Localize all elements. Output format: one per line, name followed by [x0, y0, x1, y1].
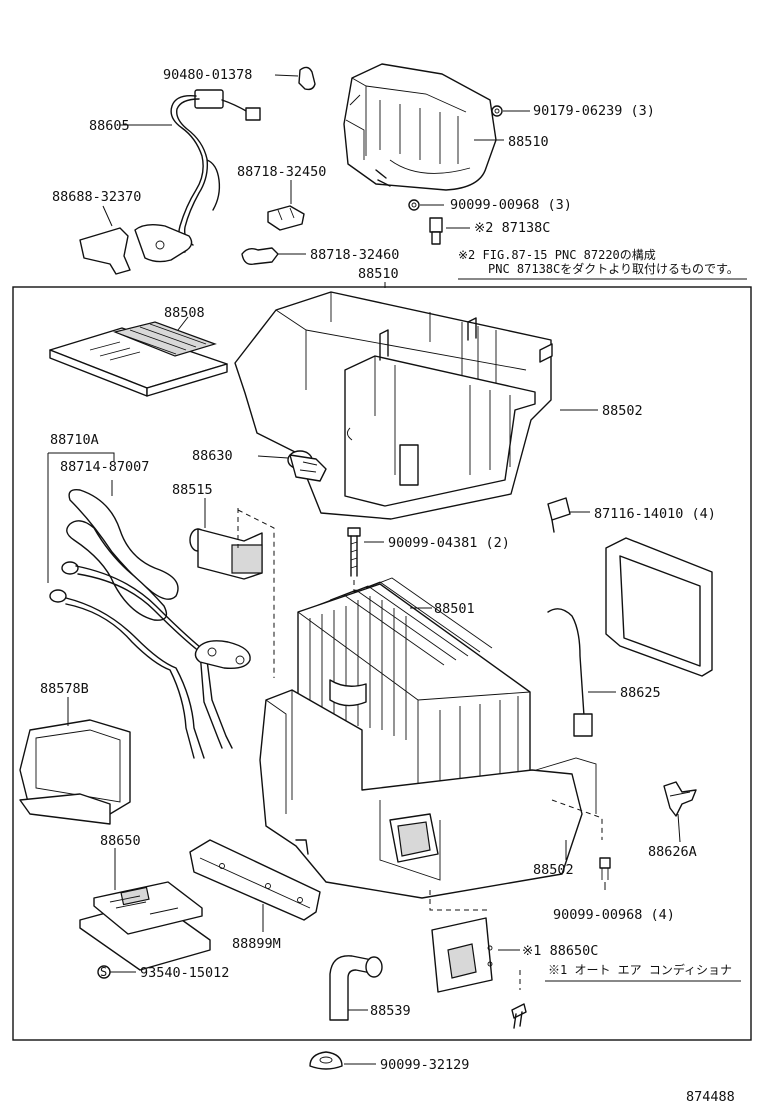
label-88510-top: 88510 — [508, 134, 549, 150]
note-2-line1: ※2 FIG.87-15 PNC 87220の構成 — [458, 248, 656, 262]
label-87116: 87116-14010 (4) — [594, 506, 716, 522]
filter-88508 — [49, 316, 228, 397]
bracket-88688 — [79, 205, 193, 275]
label-90099-04381: 90099-04381 (2) — [388, 535, 510, 551]
clip-87116 — [547, 497, 590, 533]
svg-text:S: S — [100, 965, 107, 979]
pipe-88710a — [49, 561, 251, 759]
case-88502-upper — [234, 291, 598, 520]
label-88625: 88625 — [620, 685, 661, 701]
case-88502-lower — [259, 689, 603, 911]
part-88626a — [663, 781, 697, 843]
heater-core-88578b — [19, 697, 131, 825]
hose-88714 — [66, 480, 179, 621]
label-88718-32450: 88718-32450 — [237, 164, 326, 180]
frame-88625 — [547, 537, 713, 737]
label-88650: 88650 — [100, 833, 141, 849]
main-assembly-frame — [12, 286, 752, 1041]
screw-93540: S — [97, 965, 136, 979]
grommet-90480 — [274, 66, 316, 91]
label-88515: 88515 — [172, 482, 213, 498]
clip-88718-32450 — [267, 180, 305, 231]
label-90099-00968-4: 90099-00968 (4) — [553, 907, 675, 923]
amplifier-88650 — [79, 848, 211, 971]
hose-88539 — [329, 955, 383, 1021]
part-87138c — [429, 217, 470, 245]
module-88650c — [431, 917, 527, 1029]
label-88630: 88630 — [192, 448, 233, 464]
note-2-line2: PNC 87138Cをダクトより取付けるものです。 — [488, 261, 739, 276]
grommet-90099-32129 — [309, 1051, 376, 1070]
label-88605: 88605 — [89, 118, 130, 134]
label-90099-00968-3: 90099-00968 (3) — [450, 197, 572, 213]
note-1: ※1 オート エア コンディショナ — [548, 962, 732, 977]
label-88502-upper: 88502 — [602, 403, 643, 419]
label-90099-32129: 90099-32129 — [380, 1057, 469, 1073]
label-93540: 93540-15012 — [140, 965, 229, 981]
label-90179: 90179-06239 (3) — [533, 103, 655, 119]
servo-88630 — [257, 450, 327, 482]
label-90480: 90480-01378 — [163, 67, 252, 83]
label-88508: 88508 — [164, 305, 205, 321]
label-88710a: 88710A — [50, 432, 99, 448]
label-88650c: ※1 88650C — [522, 943, 598, 959]
unit-88510-top — [343, 63, 504, 191]
screw-90099-00968-bottom — [599, 857, 611, 890]
sensor-88515 — [189, 498, 275, 678]
bracket-88899m — [189, 839, 321, 932]
screw-90099-00968-top — [408, 199, 444, 211]
clip-88718-32460 — [241, 247, 306, 265]
label-88578b: 88578B — [40, 681, 89, 697]
label-88899m: 88899M — [232, 936, 281, 952]
label-88501: 88501 — [434, 601, 475, 617]
label-88502-lower: 88502 — [533, 862, 574, 878]
figure-number: 874488 — [686, 1089, 735, 1105]
label-88539: 88539 — [370, 1003, 411, 1019]
label-88626a: 88626A — [648, 844, 697, 860]
label-87138c: ※2 87138C — [474, 220, 550, 236]
label-88714: 88714-87007 — [60, 459, 149, 475]
label-88718-32460: 88718-32460 — [310, 247, 399, 263]
label-88510-main: 88510 — [358, 266, 399, 282]
label-88688: 88688-32370 — [52, 189, 141, 205]
nut-90179 — [491, 105, 530, 117]
